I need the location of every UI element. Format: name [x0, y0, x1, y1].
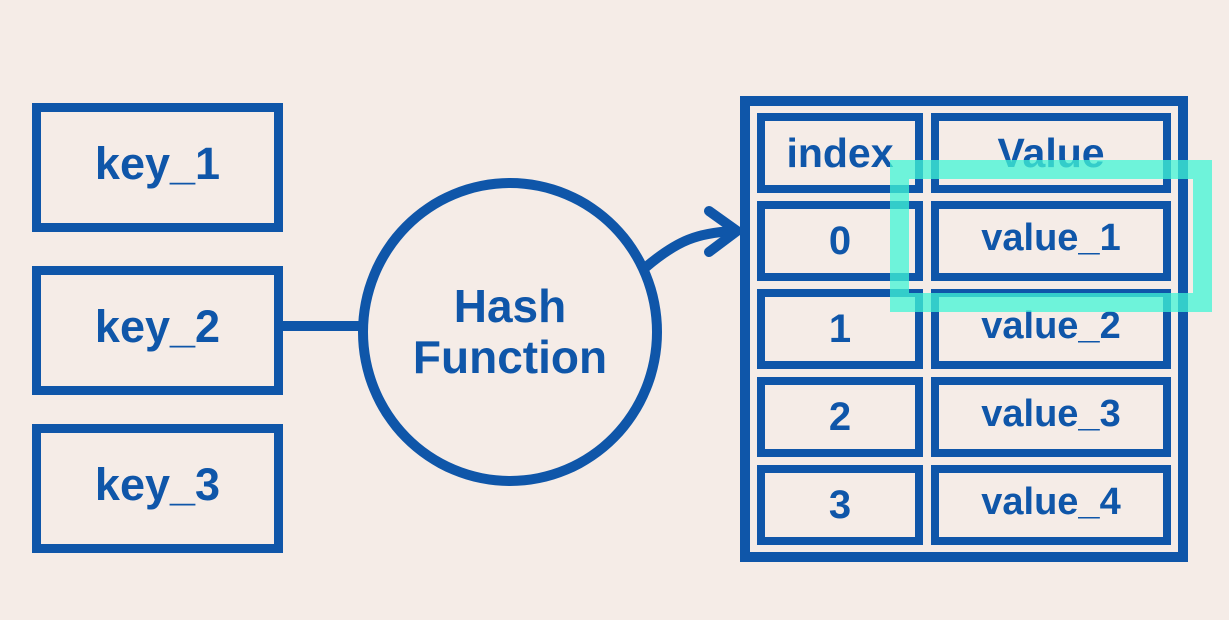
table-header-value: Value: [931, 113, 1171, 193]
key-1-label: key_1: [94, 138, 221, 189]
key-box-2: key_2: [32, 266, 283, 395]
key-box-3: key_3: [32, 424, 283, 553]
table-cell-value-1: value_2: [931, 289, 1171, 369]
table-cell-index-0: 0: [757, 201, 923, 281]
hash-function-label-line2: Function: [412, 331, 608, 383]
table-header-index: index: [757, 113, 923, 193]
key-3-label: key_3: [94, 459, 221, 510]
key-2-label: key_2: [94, 301, 221, 352]
hash-function-label-line1: Hash: [453, 280, 567, 333]
hash-function-circle: Hash Function: [358, 178, 662, 486]
key-box-1: key_1: [32, 103, 283, 232]
table-cell-index-2: 2: [757, 377, 923, 457]
arrow-head-icon: [704, 206, 742, 257]
table-cell-value-0: value_1: [931, 201, 1171, 281]
table-cell-index-3: 3: [757, 465, 923, 545]
table-cell-value-3: value_4: [931, 465, 1171, 545]
table-cell-index-1: 1: [757, 289, 923, 369]
hash-table: index Value 0 value_1 1 value_2 2 value_…: [740, 96, 1188, 562]
arrow-to-table-curve: [641, 226, 738, 272]
table-cell-value-2: value_3: [931, 377, 1171, 457]
